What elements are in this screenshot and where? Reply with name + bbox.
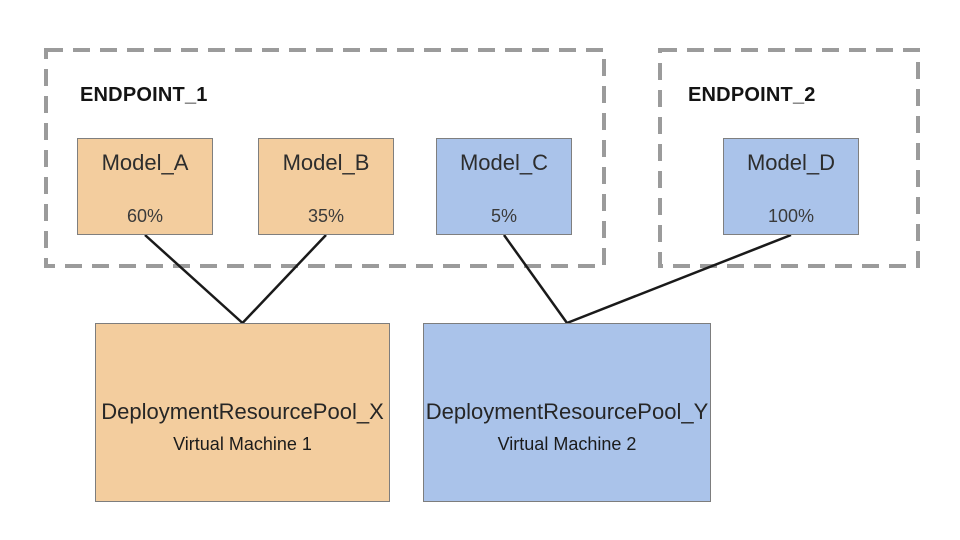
- connector-line: [566, 233, 792, 325]
- traffic-split-label: 60%: [126, 206, 164, 226]
- endpoint-1-title: ENDPOINT_1: [80, 84, 208, 106]
- virtual-machine-label: Virtual Machine 2: [497, 434, 637, 454]
- traffic-split-label: 35%: [307, 206, 345, 226]
- model-name-label: Model_B: [282, 150, 370, 175]
- connector-line: [241, 234, 327, 324]
- pool-name-label: DeploymentResourcePool_Y: [425, 399, 709, 424]
- endpoint-1-dashed-border: [44, 48, 606, 268]
- model-name-label: Model_A: [101, 150, 189, 175]
- virtual-machine-label: Virtual Machine 1: [173, 434, 312, 454]
- model-c-box: Model_C 5%: [436, 138, 572, 235]
- pool-name-label: DeploymentResourcePool_X: [101, 399, 384, 424]
- traffic-split-label: 100%: [767, 206, 815, 226]
- endpoint-2-title: ENDPOINT_2: [688, 84, 816, 106]
- model-d-box: Model_D 100%: [723, 138, 859, 235]
- model-b-box: Model_B 35%: [258, 138, 394, 235]
- model-a-box: Model_A 60%: [77, 138, 213, 235]
- model-name-label: Model_C: [459, 150, 549, 175]
- model-name-label: Model_D: [746, 150, 836, 175]
- connector-line: [144, 234, 244, 324]
- deployment-resource-pool-x-box: DeploymentResourcePool_X Virtual Machine…: [95, 323, 390, 502]
- endpoint-2-dashed-border: [658, 48, 920, 268]
- traffic-split-label: 5%: [490, 206, 517, 226]
- deployment-resource-pool-y-box: DeploymentResourcePool_Y Virtual Machine…: [423, 323, 711, 502]
- connector-line: [502, 234, 569, 324]
